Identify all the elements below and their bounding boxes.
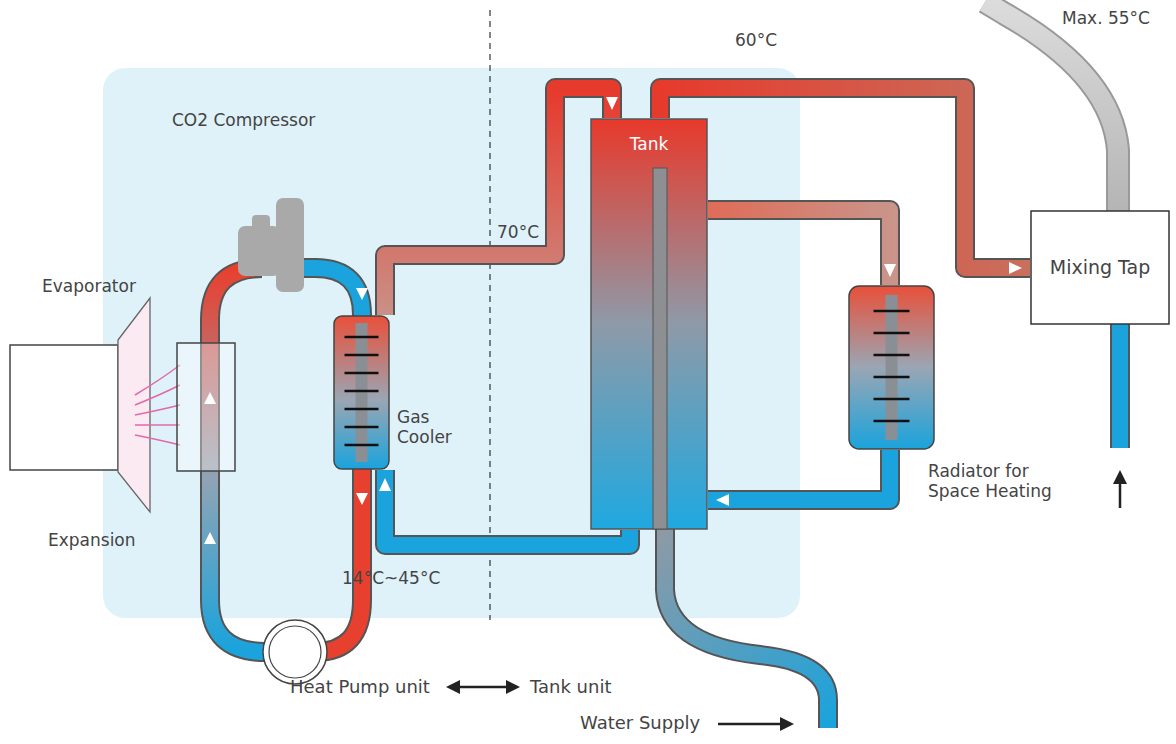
water-pipe bbox=[385, 88, 612, 315]
water-pipe bbox=[708, 210, 890, 285]
expansion-valve bbox=[263, 620, 327, 684]
temperature-label: 60°C bbox=[735, 30, 777, 50]
cooler-fin bbox=[345, 390, 379, 393]
flow-arrowhead bbox=[716, 494, 729, 506]
tap-body bbox=[1031, 211, 1169, 324]
storage-tank-label: Tank bbox=[590, 134, 708, 154]
evaporator-coil bbox=[177, 343, 235, 471]
supply-coil bbox=[653, 168, 667, 529]
cooler-fin bbox=[345, 336, 379, 339]
gas-cooler-shape bbox=[333, 315, 390, 470]
pipe-outline bbox=[708, 210, 890, 285]
unit-divider bbox=[489, 10, 490, 620]
water-supply-pipe bbox=[665, 520, 828, 728]
cold-feed-pipe-fill bbox=[1112, 323, 1128, 448]
flow-arrowhead bbox=[884, 264, 896, 277]
unit-label: Heat Pump unit bbox=[290, 676, 430, 698]
cooler-fin bbox=[345, 426, 379, 429]
fan-air-lines bbox=[135, 365, 180, 445]
cooler-core bbox=[356, 323, 368, 462]
pipe-group bbox=[660, 88, 1030, 274]
mixing-tap-label: Mixing Tap bbox=[1030, 256, 1170, 279]
radiator-body bbox=[849, 286, 934, 449]
radiator-fin bbox=[874, 354, 910, 357]
component-label: Expansion bbox=[48, 530, 136, 550]
pipe-group bbox=[708, 450, 890, 506]
component-label: CO2 Compressor bbox=[172, 110, 315, 130]
gas-cooler-label: Gas Cooler bbox=[397, 407, 467, 448]
storage-tank-shape bbox=[590, 118, 708, 530]
radiator-fin bbox=[874, 332, 910, 335]
compressor-symbol bbox=[238, 198, 304, 292]
flow-arrowhead bbox=[606, 97, 618, 110]
supply-arrow bbox=[718, 717, 794, 731]
pipe-outline bbox=[660, 88, 1030, 268]
water-supply-pipe-fill bbox=[665, 520, 828, 728]
unit-label: Tank unit bbox=[530, 676, 611, 698]
cooler-body bbox=[334, 316, 389, 469]
pipe-outline bbox=[385, 88, 612, 315]
pipe-group bbox=[708, 210, 896, 285]
mixing-tap: Mixing Tap bbox=[1030, 210, 1170, 325]
gas-cooler: Gas Cooler bbox=[333, 315, 390, 470]
pipe-group bbox=[385, 88, 618, 315]
supply-label: Water Supply bbox=[580, 712, 700, 734]
tap-spout bbox=[985, 2, 1118, 212]
radiator-fin bbox=[874, 376, 910, 379]
radiator-core bbox=[886, 295, 898, 440]
water-pipe bbox=[660, 88, 1030, 268]
radiator-shape bbox=[848, 285, 935, 450]
cooler-fin bbox=[345, 444, 379, 447]
flow-arrowhead bbox=[379, 478, 391, 491]
cooler-fin bbox=[345, 354, 379, 357]
radiator-label: Radiator for Space Heating bbox=[928, 461, 1078, 502]
temperature-label: Max. 55°C bbox=[1062, 8, 1150, 28]
storage-tank: Tank bbox=[590, 118, 708, 530]
cold-feed-arrow bbox=[1113, 470, 1127, 508]
cold-feed-pipe bbox=[1110, 323, 1130, 448]
cooler-fin bbox=[345, 408, 379, 411]
water-pipe bbox=[708, 450, 890, 500]
fan-symbol bbox=[118, 298, 150, 512]
radiator: Radiator for Space Heating bbox=[848, 285, 935, 450]
radiator-fin bbox=[874, 420, 910, 423]
cooler-fin bbox=[345, 372, 379, 375]
unit-double-arrow bbox=[446, 680, 520, 694]
temperature-label: 14°C~45°C bbox=[342, 568, 440, 588]
outdoor-unit-box bbox=[10, 345, 118, 470]
temperature-label: 70°C bbox=[497, 222, 539, 242]
radiator-fin bbox=[874, 310, 910, 313]
pipe-outline bbox=[708, 450, 890, 500]
tank-body bbox=[591, 119, 707, 529]
flow-arrowhead bbox=[1009, 262, 1022, 274]
component-label: Evaporator bbox=[42, 276, 136, 296]
radiator-fin bbox=[874, 398, 910, 401]
tap-spout-fill bbox=[985, 2, 1118, 212]
